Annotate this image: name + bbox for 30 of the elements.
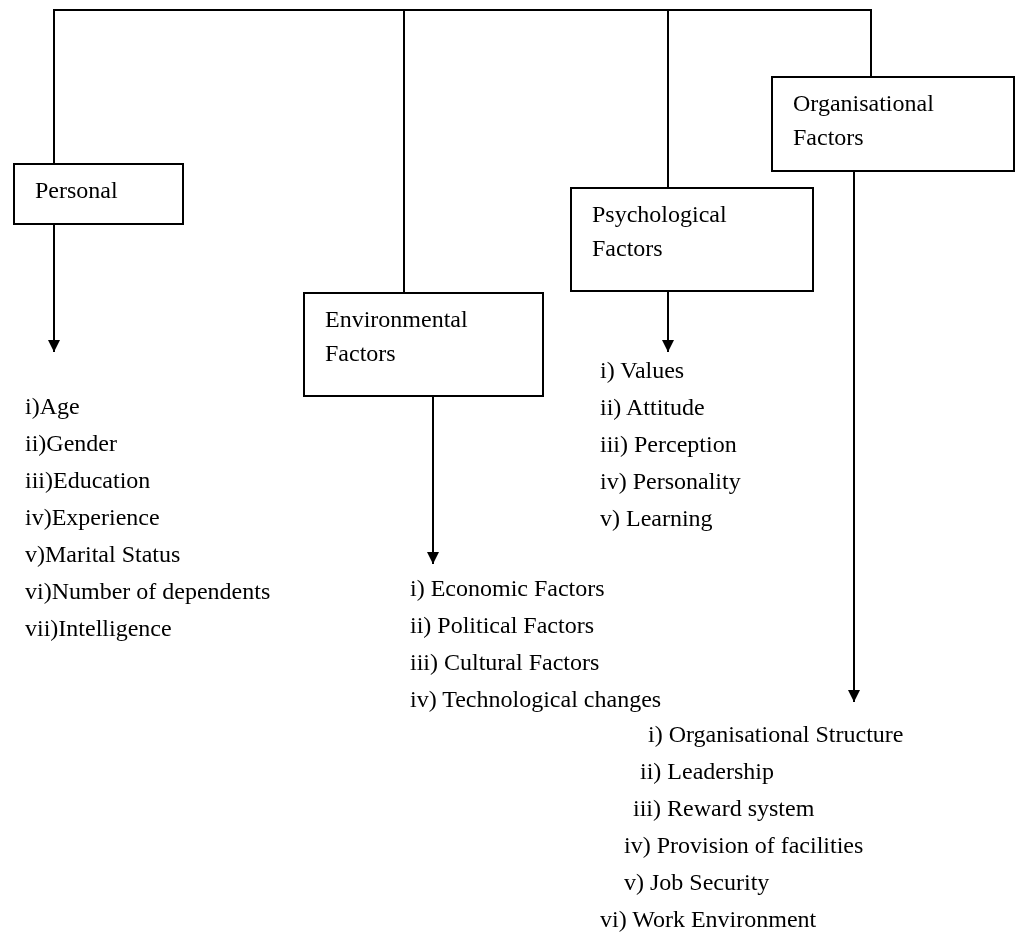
list-item: iv) Personality	[600, 467, 741, 496]
list-item: i)Age	[25, 392, 80, 421]
list-item: ii)Gender	[25, 429, 117, 458]
category-box: Psychological Factors	[570, 187, 814, 292]
list-item: v) Job Security	[624, 868, 770, 897]
list-item: iii) Perception	[600, 430, 737, 459]
arrow	[848, 171, 860, 703]
list-item: iv) Technological changes	[410, 685, 662, 714]
category-box: Environmental Factors	[303, 292, 544, 397]
arrow	[662, 291, 674, 353]
list-item: ii) Political Factors	[410, 611, 594, 640]
category-box: Personal	[13, 163, 184, 225]
list-item: i) Values	[600, 356, 685, 385]
list-item: ii) Attitude	[600, 393, 705, 422]
list-item: iii) Reward system	[633, 794, 815, 823]
arrow	[427, 396, 439, 565]
list-item: iii) Cultural Factors	[410, 648, 600, 677]
list-item: vi) Work Environment	[600, 905, 817, 934]
list-item: i) Organisational Structure	[648, 720, 904, 749]
list-item: ii) Leadership	[640, 757, 774, 786]
list-item: iii)Education	[25, 466, 151, 495]
arrow	[48, 224, 60, 353]
list-item: iv)Experience	[25, 503, 160, 532]
list-item: vi)Number of dependents	[25, 577, 271, 606]
list-item: iv) Provision of facilities	[624, 831, 864, 860]
list-item: v)Marital Status	[25, 540, 181, 569]
list-item: i) Economic Factors	[410, 574, 605, 603]
list-item: vii)Intelligence	[25, 614, 172, 643]
list-item: v) Learning	[600, 504, 713, 533]
category-box: Organisational Factors	[771, 76, 1015, 172]
